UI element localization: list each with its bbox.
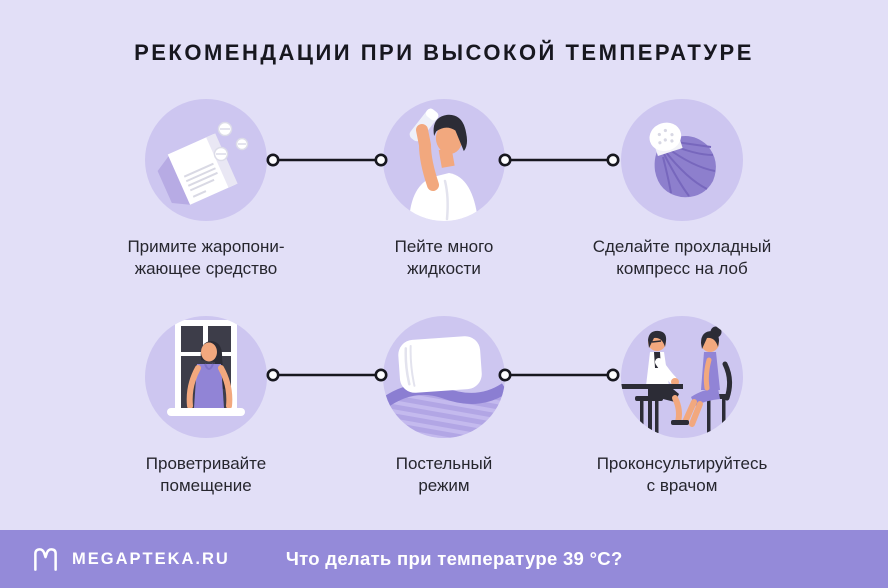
step-card-5: Постельный режим — [324, 316, 564, 497]
step-6-caption-line-1: Проконсультируйтесь — [596, 454, 768, 473]
step-3-caption: Сделайте прохладный компресс на лоб — [593, 236, 772, 280]
step-5-caption-line-1: Постельный — [395, 454, 493, 473]
step-3-caption-line-2: компресс на лоб — [616, 259, 748, 278]
step-3-illustration — [621, 99, 743, 221]
open-window-icon — [167, 320, 245, 416]
connector-line-row2-right — [498, 368, 620, 382]
step-2-caption-line-1: Пейте много — [394, 237, 494, 256]
step-1-caption-line-1: Примите жаропони- — [127, 237, 285, 256]
step-4-caption: Проветривайте помещение — [146, 453, 266, 497]
step-2-caption: Пейте много жидкости — [395, 236, 494, 280]
connector-line-row1-left — [266, 153, 388, 167]
page-title: РЕКОМЕНДАЦИИ ПРИ ВЫСОКОЙ ТЕМПЕРАТУРЕ — [134, 40, 754, 65]
step-1-illustration — [145, 99, 267, 221]
footer-bar: MEGAPTEKA.RU Что делать при температуре … — [0, 530, 888, 588]
step-2-caption-line-2: жидкости — [407, 259, 481, 278]
megapteka-logo-icon — [34, 547, 57, 571]
step-1-caption: Примите жаропони- жающее средство — [127, 236, 284, 280]
step-4-caption-line-2: помещение — [160, 476, 252, 495]
step-5-caption: Постельный режим — [396, 453, 493, 497]
step-4-caption-line-1: Проветривайте — [145, 454, 267, 473]
step-1-caption-line-2: жающее средство — [134, 259, 278, 278]
footer-brand: MEGAPTEKA.RU — [72, 549, 230, 568]
step-5-caption-line-2: режим — [418, 476, 470, 495]
step-6-caption-line-2: с врачом — [646, 476, 718, 495]
step-card-6: Проконсультируйтесь с врачом — [562, 316, 802, 497]
doctor-consultation-icon — [621, 326, 733, 433]
pillow-icon — [383, 336, 505, 438]
step-4-illustration — [145, 316, 267, 438]
step-5-illustration — [383, 316, 505, 438]
connector-line-row1-right — [498, 153, 620, 167]
step-card-4: Проветривайте помещение — [86, 316, 326, 497]
step-card-3: Сделайте прохладный компресс на лоб — [562, 99, 802, 280]
drinking-man-icon — [409, 108, 478, 221]
step-6-caption: Проконсультируйтесь с врачом — [597, 453, 768, 497]
connector-line-row2-left — [266, 368, 388, 382]
step-6-illustration — [621, 316, 743, 438]
medicine-box-icon — [157, 121, 249, 205]
step-2-illustration — [383, 99, 505, 221]
footer-tagline: Что делать при температуре 39 °С? — [285, 548, 623, 569]
step-card-1: Примите жаропони- жающее средство — [86, 99, 326, 280]
ice-bag-icon — [649, 122, 716, 198]
step-3-caption-line-1: Сделайте прохладный — [592, 237, 772, 256]
step-card-2: Пейте много жидкости — [324, 99, 564, 280]
